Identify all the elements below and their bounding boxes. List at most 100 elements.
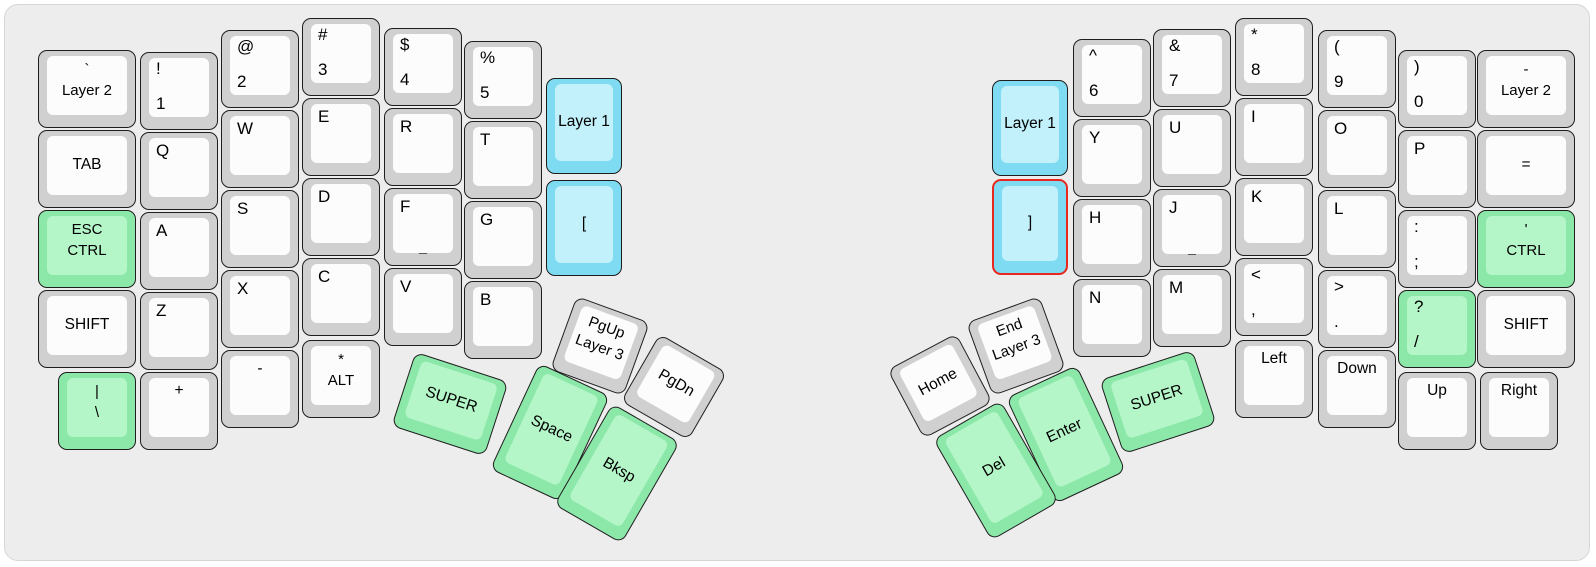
key-label: : bbox=[1414, 217, 1419, 236]
key-m[interactable]: M bbox=[1153, 269, 1231, 347]
key-j[interactable]: J_ bbox=[1153, 189, 1231, 267]
key-gt-period[interactable]: >. bbox=[1318, 270, 1396, 348]
keycap-top: = bbox=[1486, 136, 1566, 195]
key-r[interactable]: R bbox=[384, 108, 462, 186]
key-grave-layer2[interactable]: `Layer 2 bbox=[38, 50, 136, 128]
key-label: . bbox=[1334, 312, 1339, 332]
key-lbracket[interactable]: [ bbox=[546, 180, 622, 276]
key-star-alt[interactable]: *ALT bbox=[302, 340, 380, 418]
key-minus-layer2[interactable]: -Layer 2 bbox=[1477, 50, 1575, 128]
keycap-top: <, bbox=[1244, 264, 1304, 323]
keycap-top: D bbox=[311, 184, 371, 243]
keycap-top: SHIFT bbox=[47, 296, 127, 355]
key-label: J bbox=[1169, 198, 1178, 217]
key-star-8[interactable]: *8 bbox=[1235, 18, 1313, 96]
key-t[interactable]: T bbox=[464, 121, 542, 199]
key-tab[interactable]: TAB bbox=[38, 130, 136, 208]
key-equals[interactable]: = bbox=[1477, 130, 1575, 208]
key-label: SHIFT bbox=[1503, 316, 1549, 334]
keycap-top: Layer 1 bbox=[1001, 86, 1059, 163]
key-label: ^ bbox=[1089, 46, 1097, 65]
key-dollar-4[interactable]: $4 bbox=[384, 28, 462, 106]
key-rbracket[interactable]: ] bbox=[992, 179, 1068, 275]
key-label: 2 bbox=[237, 72, 247, 92]
key-label: + bbox=[174, 382, 184, 399]
key-colon-semicolon[interactable]: :; bbox=[1398, 210, 1476, 288]
key-label: Enter bbox=[1043, 415, 1085, 447]
key-question-slash[interactable]: ?/ bbox=[1398, 290, 1476, 368]
key-label: P bbox=[1414, 139, 1426, 158]
keycap-top: G bbox=[473, 207, 533, 266]
key-e[interactable]: E bbox=[302, 98, 380, 176]
key-exclam-1[interactable]: !1 bbox=[140, 52, 218, 130]
key-u[interactable]: U bbox=[1153, 109, 1231, 187]
key-w[interactable]: W bbox=[221, 110, 299, 188]
key-g[interactable]: G bbox=[464, 201, 542, 279]
key-label: # bbox=[318, 25, 328, 44]
key-s[interactable]: S bbox=[221, 190, 299, 268]
keycap-top: Down bbox=[1327, 356, 1387, 415]
key-i[interactable]: I bbox=[1235, 98, 1313, 176]
key-b[interactable]: B bbox=[464, 281, 542, 359]
key-rparen-0[interactable]: )0 bbox=[1398, 50, 1476, 128]
key-v[interactable]: V bbox=[384, 268, 462, 346]
key-p[interactable]: P bbox=[1398, 130, 1476, 208]
keycap-top: Up bbox=[1407, 378, 1467, 437]
key-amp-7[interactable]: &7 bbox=[1153, 29, 1231, 107]
key-shift-left[interactable]: SHIFT bbox=[38, 290, 136, 368]
key-pipe-backslash[interactable]: |\ bbox=[58, 372, 136, 450]
key-f[interactable]: F_ bbox=[384, 188, 462, 266]
keycap-top: E bbox=[311, 104, 371, 163]
key-label: Bksp bbox=[599, 453, 639, 486]
key-arrow-left[interactable]: Left bbox=[1235, 340, 1313, 418]
key-label: 3 bbox=[318, 60, 328, 80]
key-lparen-9[interactable]: (9 bbox=[1318, 30, 1396, 108]
key-label: ` bbox=[84, 61, 90, 78]
key-layer1-right[interactable]: Layer 1 bbox=[992, 80, 1068, 176]
keycap-top: Right bbox=[1489, 378, 1549, 437]
key-caret-6[interactable]: ^6 bbox=[1073, 39, 1151, 117]
key-quote-ctrl[interactable]: 'CTRL bbox=[1477, 210, 1575, 288]
key-percent-5[interactable]: %5 bbox=[464, 41, 542, 119]
key-layer1-left[interactable]: Layer 1 bbox=[546, 78, 622, 174]
key-arrow-right[interactable]: Right bbox=[1480, 372, 1558, 450]
keycap-top: !1 bbox=[149, 58, 209, 117]
key-k[interactable]: K bbox=[1235, 178, 1313, 256]
keycap-top: *8 bbox=[1244, 24, 1304, 83]
key-at-2[interactable]: @2 bbox=[221, 30, 299, 108]
key-y[interactable]: Y bbox=[1073, 119, 1151, 197]
key-l[interactable]: L bbox=[1318, 190, 1396, 268]
key-minus-left[interactable]: - bbox=[221, 350, 299, 428]
key-arrow-up[interactable]: Up bbox=[1398, 372, 1476, 450]
key-z[interactable]: Z bbox=[140, 292, 218, 370]
keycap-top: TAB bbox=[47, 136, 127, 195]
key-label: > bbox=[1334, 277, 1344, 296]
key-label: - bbox=[1523, 61, 1529, 78]
key-d[interactable]: D bbox=[302, 178, 380, 256]
key-label: [ bbox=[581, 215, 587, 233]
key-shift-right[interactable]: SHIFT bbox=[1477, 290, 1575, 368]
keycap-top: O bbox=[1327, 116, 1387, 175]
key-label: T bbox=[480, 130, 491, 149]
keycap-top: 'CTRL bbox=[1486, 216, 1566, 275]
key-plus[interactable]: + bbox=[140, 372, 218, 450]
key-c[interactable]: C bbox=[302, 258, 380, 336]
key-label: Del bbox=[979, 453, 1009, 480]
key-n[interactable]: N bbox=[1073, 279, 1151, 357]
key-label: N bbox=[1089, 288, 1102, 307]
key-label: M bbox=[1169, 278, 1184, 297]
key-h[interactable]: H bbox=[1073, 199, 1151, 277]
key-o[interactable]: O bbox=[1318, 110, 1396, 188]
key-a[interactable]: A bbox=[140, 212, 218, 290]
key-x[interactable]: X bbox=[221, 270, 299, 348]
key-q[interactable]: Q bbox=[140, 132, 218, 210]
key-hash-3[interactable]: #3 bbox=[302, 18, 380, 96]
key-arrow-down[interactable]: Down bbox=[1318, 350, 1396, 428]
key-label: ESC bbox=[71, 221, 103, 238]
key-lt-comma[interactable]: <, bbox=[1235, 258, 1313, 336]
keycap-top: Z bbox=[149, 298, 209, 357]
